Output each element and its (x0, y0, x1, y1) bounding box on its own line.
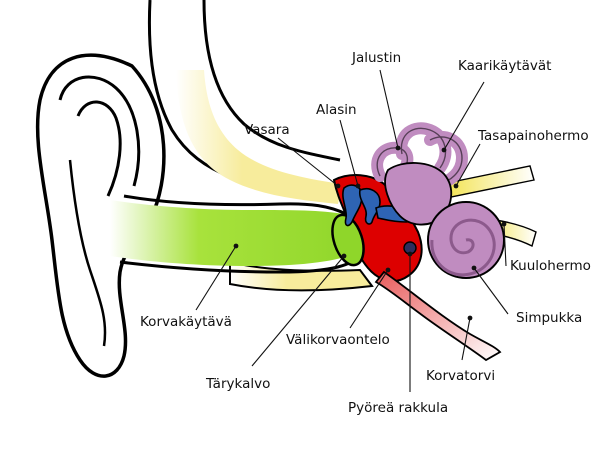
dot-tasapainohermo (453, 183, 459, 189)
leader-valikorvaontelo (349, 269, 389, 329)
dot-vasara (335, 183, 341, 189)
ossicle-incus (358, 187, 381, 225)
label-kaarikaytavat: Kaarikäytävät (458, 58, 551, 74)
dot-simpukka (471, 265, 477, 271)
dot-kaarikaytavat (441, 147, 447, 153)
label-vasara: Vasara (244, 122, 290, 138)
leader-simpukka (473, 267, 509, 315)
pinna-helix (58, 75, 141, 187)
label-simpukka: Simpukka (516, 310, 582, 326)
leader-korvakaytava (195, 245, 237, 311)
leader-tasapainohermo (455, 143, 481, 187)
leader-korvatorvi (461, 317, 471, 361)
dot-alasin (355, 183, 361, 189)
label-kuulohermo: Kuulohermo (510, 258, 591, 274)
label-tasapainohermo: Tasapainohermo (477, 128, 589, 144)
leader-tarykalvo (251, 255, 345, 367)
pinna-concha (68, 159, 107, 347)
ossicle-malleus (342, 184, 363, 227)
dot-pyorea-rakkula (407, 251, 413, 257)
leader-jalustin (379, 69, 399, 149)
label-tarykalvo: Tärykalvo (205, 376, 270, 392)
label-pyorea-rakkula: Pyöreä rakkula (348, 400, 448, 416)
label-alasin: Alasin (316, 102, 357, 118)
cochlea-spiral (430, 218, 496, 277)
pinna-antihelix (76, 100, 122, 197)
dot-korvatorvi (467, 315, 473, 321)
tympanic-membrane (331, 213, 365, 267)
leader-alasin (339, 119, 359, 187)
label-korvatorvi: Korvatorvi (426, 368, 495, 384)
temporal-bone-lower (229, 260, 374, 292)
label-valikorvaontelo: Välikorvaontelo (286, 332, 390, 348)
dot-tarykalvo (341, 253, 347, 259)
ear-canal (110, 200, 364, 266)
leader-dots (233, 145, 507, 321)
leader-kuulohermo (503, 223, 507, 267)
dot-korvakaytava (233, 243, 239, 249)
dot-kuulohermo (501, 221, 507, 227)
leader-vasara (277, 137, 339, 187)
eustachian-tube (374, 270, 502, 362)
label-korvakaytava: Korvakäytävä (140, 314, 232, 330)
dot-jalustin (395, 145, 401, 151)
label-jalustin: Jalustin (351, 50, 401, 66)
leader-lines (195, 69, 509, 392)
vestibular-nerve (441, 165, 535, 199)
temporal-bone-upper (176, 70, 342, 204)
dot-valikorvaontelo (385, 267, 391, 273)
head-outline-inner (202, 0, 341, 162)
leader-kaarikaytavat (443, 81, 485, 151)
